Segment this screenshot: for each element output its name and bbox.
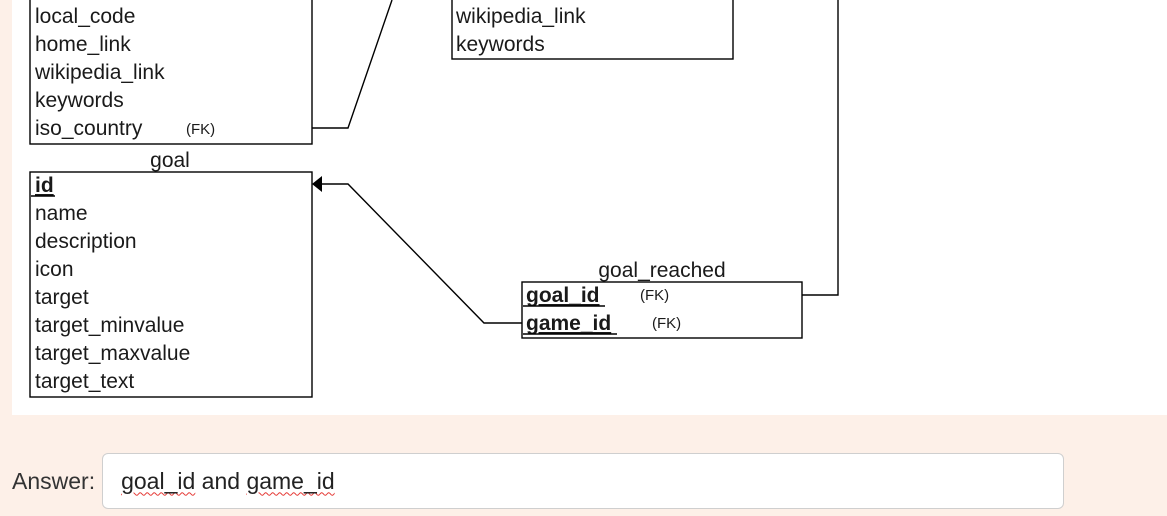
attr-goal-target-minvalue: target_minvalue — [35, 314, 184, 337]
fk-marker-goal-id: (FK) — [640, 287, 669, 304]
fk-marker-game-id: (FK) — [652, 315, 681, 332]
entity-top-center-fragment: wikipedia_link keywords — [451, 0, 734, 60]
connector-country-top — [312, 0, 393, 129]
attr-iso-country: iso_country — [35, 117, 143, 140]
attr-keywords: keywords — [35, 89, 124, 112]
entity-goal-reached-title: goal_reached — [598, 259, 725, 282]
entity-top-left-fragment: local_code home_link wikipedia_link keyw… — [29, 0, 313, 145]
answer-word-game-id: game_id — [246, 467, 335, 494]
answer-input[interactable]: goal_id and game_id — [102, 453, 1065, 509]
attr-home-link: home_link — [35, 33, 131, 56]
entity-goal-reached: goal_reached goal_id (FK) game_id (FK) — [521, 259, 803, 339]
attr-local-code: local_code — [35, 5, 135, 28]
attr-wikipedia-link-2: wikipedia_link — [455, 5, 586, 28]
answer-word-and: and — [195, 467, 247, 494]
fk-marker-iso-country: (FK) — [186, 121, 215, 138]
connector-goal-goal-reached — [322, 183, 522, 324]
answer-label: Answer: — [12, 467, 96, 494]
attr-goal-name: name — [35, 202, 88, 225]
er-diagram: local_code home_link wikipedia_link keyw… — [29, 0, 839, 398]
answer-word-goal-id: goal_id — [121, 467, 196, 494]
attr-goal-icon: icon — [35, 258, 74, 281]
attr-wikipedia-link: wikipedia_link — [34, 61, 165, 84]
attr-goal-target-text: target_text — [35, 370, 134, 393]
entity-goal-title: goal — [150, 149, 190, 172]
arrowhead-goal — [312, 176, 322, 192]
attr-keywords-2: keywords — [456, 33, 545, 56]
connector-goal-reached-right — [802, 0, 839, 296]
attr-goal-reached-goal-id: goal_id — [526, 284, 600, 307]
attr-goal-description: description — [35, 230, 137, 253]
attr-goal-reached-game-id: game_id — [526, 312, 611, 335]
attr-goal-target-maxvalue: target_maxvalue — [35, 342, 190, 365]
entity-goal: goal id name description icon target tar… — [29, 149, 313, 398]
attr-goal-target: target — [35, 286, 89, 309]
attr-goal-id: id — [35, 174, 54, 197]
answer-row: Answer: goal_id and game_id — [12, 452, 1065, 510]
